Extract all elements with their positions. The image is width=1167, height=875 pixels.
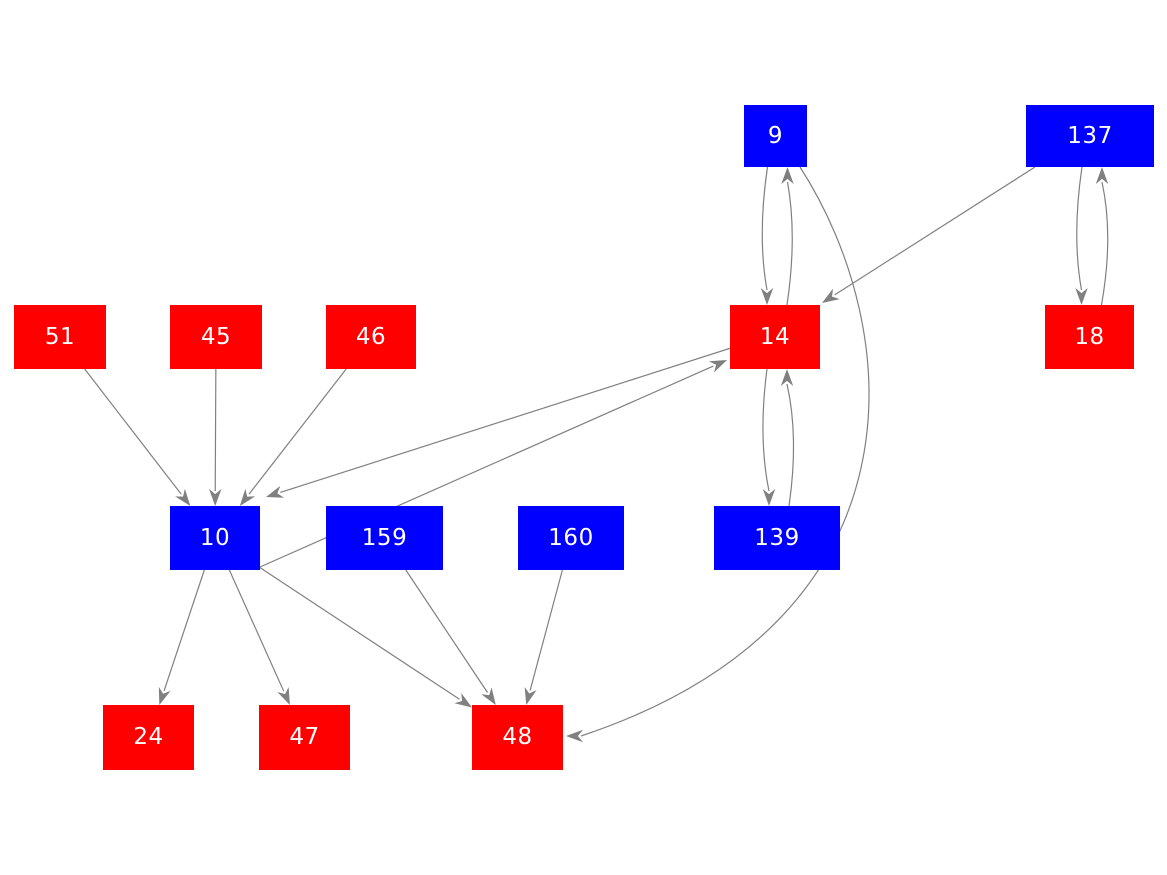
edge-10-to-47-head <box>277 686 290 705</box>
edge-137-to-14 <box>834 166 1036 296</box>
edge-10-to-48 <box>259 567 460 700</box>
graph-node-label: 14 <box>759 323 791 350</box>
graph-node-46[interactable]: 46 <box>326 305 416 369</box>
edge-51-to-10 <box>84 368 182 495</box>
edge-45-to-10 <box>214 368 217 492</box>
graph-node-label: 10 <box>199 524 231 551</box>
graph-node-9[interactable]: 9 <box>744 105 807 167</box>
graph-node-label: 51 <box>44 323 76 350</box>
edge-137-to-14-head <box>822 288 840 303</box>
graph-node-160[interactable]: 160 <box>518 506 624 570</box>
edge-46-to-10-head <box>239 488 256 506</box>
graph-node-label: 159 <box>361 524 408 551</box>
graph-node-label: 46 <box>355 323 387 350</box>
graph-node-label: 139 <box>754 524 800 551</box>
graph-node-159[interactable]: 159 <box>326 506 443 570</box>
edge-9-to-14-head <box>760 288 774 305</box>
graph-node-label: 18 <box>1074 323 1105 350</box>
edge-9-to-48-head <box>566 729 583 743</box>
graph-node-47[interactable]: 47 <box>259 705 350 770</box>
edge-14-to-10 <box>280 347 732 493</box>
graph-node-label: 9 <box>767 122 784 149</box>
graph-node-label: 47 <box>289 724 320 750</box>
graph-node-label: 137 <box>1067 122 1113 149</box>
edge-18-to-137-head <box>1095 167 1109 184</box>
edge-139-to-14-head <box>780 369 794 386</box>
edge-159-to-48-head <box>481 687 496 705</box>
graph-node-14[interactable]: 14 <box>730 305 820 369</box>
edge-159-to-48 <box>405 569 489 693</box>
edge-51-to-10-head <box>175 488 191 506</box>
graph-node-139[interactable]: 139 <box>714 506 840 570</box>
graph-node-label: 160 <box>548 524 594 551</box>
edge-10-to-14-head <box>708 360 727 373</box>
graph-node-label: 24 <box>133 724 164 750</box>
edge-14-to-9 <box>786 181 793 306</box>
edge-10-to-24 <box>163 569 205 691</box>
graph-node-10[interactable]: 10 <box>170 506 260 570</box>
edge-14-to-139-head <box>762 489 776 506</box>
edge-14-to-9-head <box>781 167 794 184</box>
edge-10-to-48-head <box>454 692 472 708</box>
graph-node-48[interactable]: 48 <box>472 705 563 770</box>
edge-18-to-137 <box>1100 181 1109 306</box>
graph-node-24[interactable]: 24 <box>103 705 194 770</box>
edge-10-to-47 <box>228 569 285 692</box>
edge-45-to-10-head <box>209 488 222 506</box>
edge-139-to-14 <box>786 383 795 507</box>
edge-10-to-24-head <box>158 686 171 705</box>
edge-160-to-48-head <box>524 686 537 705</box>
edge-46-to-10 <box>248 368 347 495</box>
edge-14-to-10-head <box>266 485 285 498</box>
edge-14-to-139 <box>762 368 770 492</box>
graph-node-51[interactable]: 51 <box>14 305 106 369</box>
graph-node-18[interactable]: 18 <box>1045 305 1134 369</box>
edge-137-to-18-head <box>1075 288 1088 305</box>
edge-9-to-14 <box>761 166 769 291</box>
graph-node-label: 48 <box>502 724 533 750</box>
graph-node-137[interactable]: 137 <box>1026 105 1154 167</box>
edge-137-to-18 <box>1076 166 1083 291</box>
graph-node-label: 45 <box>200 323 232 350</box>
edge-9-to-48 <box>580 166 870 737</box>
edge-160-to-48 <box>529 569 563 691</box>
graph-node-45[interactable]: 45 <box>170 305 262 369</box>
